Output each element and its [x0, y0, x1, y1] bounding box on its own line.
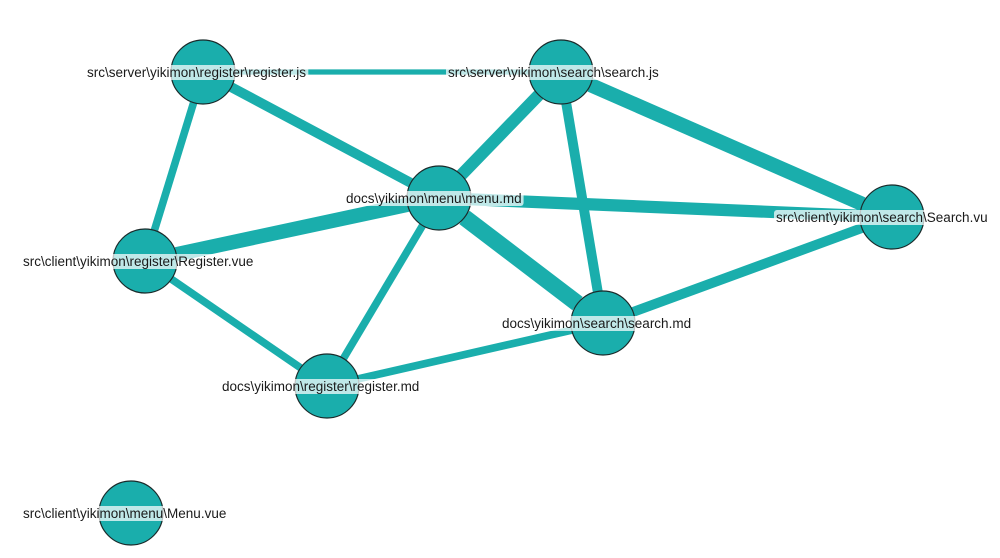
edge-search_js-search_md: [561, 102, 603, 293]
node-label-background: [446, 65, 662, 80]
edge-register_md-search_md: [357, 326, 573, 383]
edges-layer: [150, 69, 866, 383]
node-label-background: [21, 254, 256, 269]
edge-menu_md-register_vue: [174, 197, 410, 262]
node-label-background: [774, 210, 990, 225]
node-label-background: [21, 506, 229, 521]
graph-node-search_vue[interactable]: src\client\yikimon\search\Search.vu: [774, 184, 990, 250]
graph-node-reg_js[interactable]: src\server\yikimon\register\register.js: [85, 39, 309, 105]
nodes-layer: src\server\yikimon\register\register.js s…: [21, 39, 990, 546]
node-label-background: [85, 65, 309, 80]
node-label: docs\yikimon\menu\menu.md: [346, 191, 522, 206]
edge-register_vue-register_md: [169, 275, 303, 372]
graph-node-search_md[interactable]: docs\yikimon\search\search.md: [500, 290, 694, 356]
node-label: src\client\yikimon\search\Search.vu: [776, 210, 988, 225]
edge-menu_md-search_md: [459, 210, 583, 311]
graph-node-menu_vue[interactable]: src\client\yikimon\menu\Menu.vue: [21, 480, 229, 546]
node-label: src\client\yikimon\register\Register.vue: [23, 254, 253, 269]
node-label: src\client\yikimon\menu\Menu.vue: [23, 506, 226, 521]
node-label-background: [500, 316, 694, 331]
node-label: src\server\yikimon\search\search.js: [448, 65, 659, 80]
node-label: docs\yikimon\search\search.md: [502, 316, 691, 331]
node-label: src\server\yikimon\register\register.js: [87, 65, 306, 80]
edge-reg_js-menu_md: [228, 82, 414, 188]
graph-node-menu_md[interactable]: docs\yikimon\menu\menu.md: [344, 165, 524, 231]
graph-node-search_js[interactable]: src\server\yikimon\search\search.js: [446, 39, 662, 105]
edge-search_js-menu_md: [456, 90, 544, 180]
edge-search_md-search_vue: [631, 223, 864, 317]
node-label-background: [344, 191, 524, 206]
edge-reg_js-register_vue: [150, 101, 198, 232]
graph-node-register_md[interactable]: docs\yikimon\register\register.md: [220, 353, 422, 419]
node-label: docs\yikimon\register\register.md: [222, 379, 419, 394]
node-label-background: [220, 379, 422, 394]
graph-node-register_vue[interactable]: src\client\yikimon\register\Register.vue: [21, 228, 256, 294]
edge-search_js-search_vue: [587, 78, 866, 211]
edge-menu_md-register_md: [340, 223, 426, 361]
